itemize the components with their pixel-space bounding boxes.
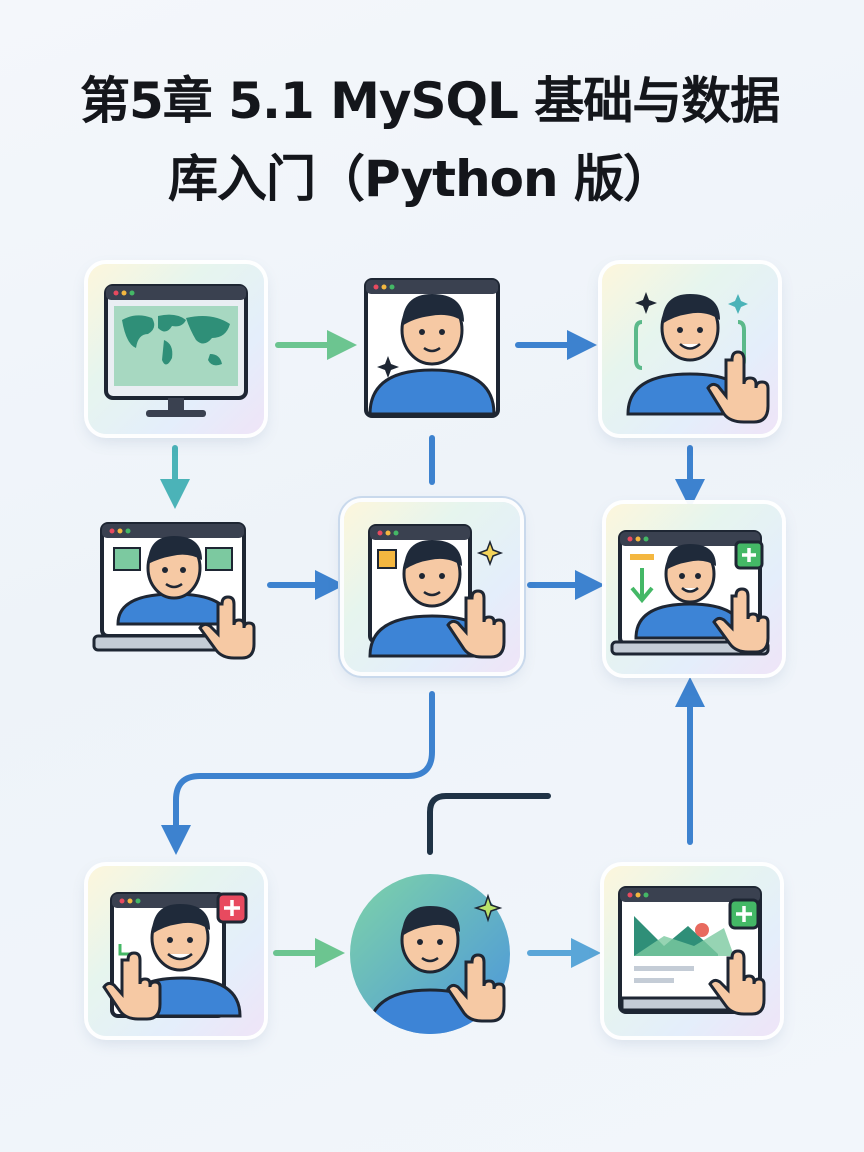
chart-screen-icon xyxy=(618,886,766,1016)
arrow-5-7 xyxy=(161,691,435,855)
person-add-icon xyxy=(102,892,248,1021)
node-hub-person-window xyxy=(344,502,520,672)
hub-person-icon xyxy=(368,524,506,659)
node-download-add-screen xyxy=(606,504,782,674)
node-person-add-badge xyxy=(88,866,264,1036)
node-world-map-monitor xyxy=(88,264,264,434)
laptop-person-icon xyxy=(92,522,256,660)
person-circle-icon xyxy=(350,874,510,1034)
node-chart-add-screen xyxy=(604,866,780,1036)
title-line-2: 库入门（Python 版） xyxy=(168,150,673,208)
line-8-up xyxy=(427,793,551,855)
node-person-pointing-sparkles xyxy=(602,264,778,434)
download-screen-icon xyxy=(610,530,770,656)
person-sparkle-icon xyxy=(626,292,770,424)
world-map-monitor-icon xyxy=(104,284,248,417)
node-person-in-window xyxy=(344,264,520,434)
node-laptop-person-tap xyxy=(88,504,264,674)
title-line-1: 第5章 5.1 MySQL 基础与数据 xyxy=(80,72,780,130)
person-window-icon xyxy=(364,278,500,418)
node-person-circle-sparkle xyxy=(344,866,520,1036)
